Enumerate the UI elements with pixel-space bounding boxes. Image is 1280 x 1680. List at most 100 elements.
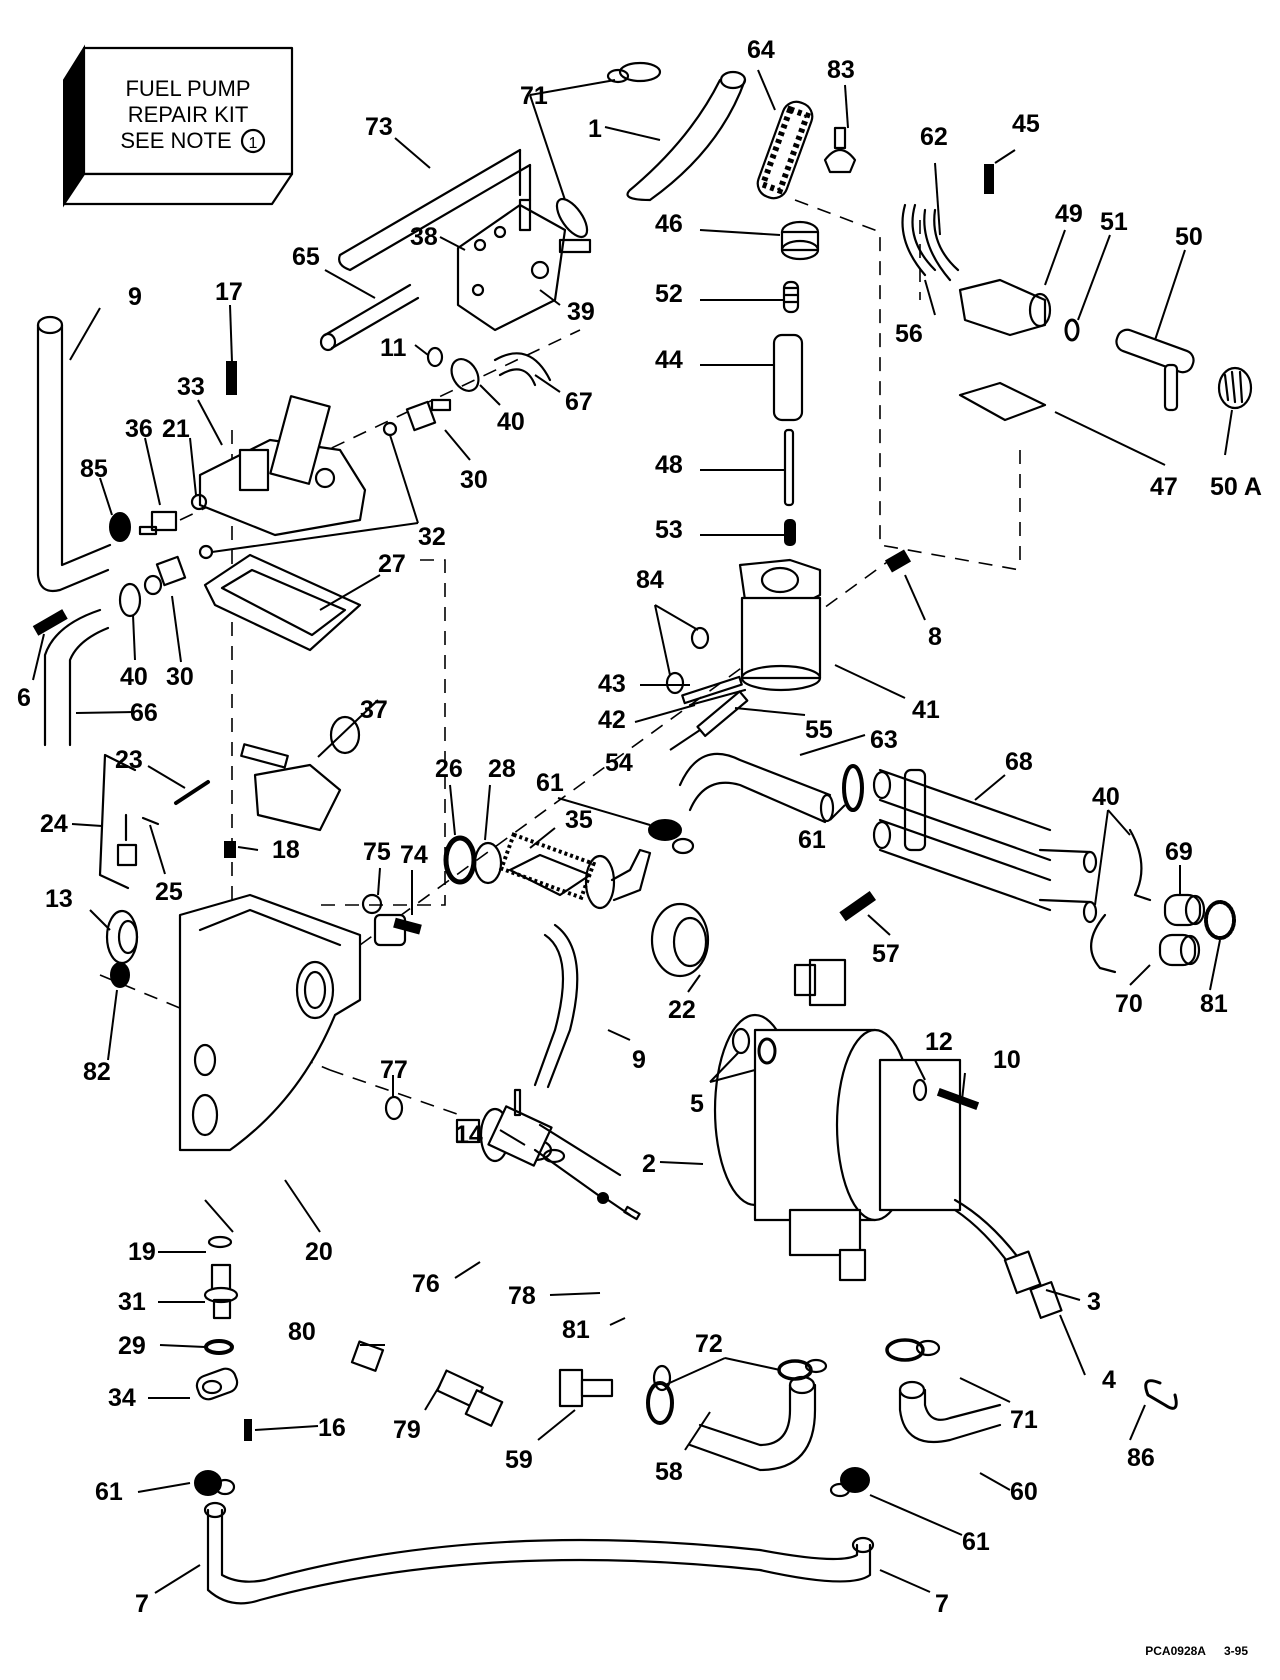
fuel-pump-39 <box>456 198 592 332</box>
kit-box-line-3: SEE NOTE <box>120 128 231 153</box>
callout-37: 37 <box>360 696 388 724</box>
callout-21: 21 <box>162 415 190 443</box>
leader-lines <box>32 69 1233 1594</box>
clip-71-lower <box>555 197 589 239</box>
valve-body-49 <box>958 278 1052 337</box>
bracket-34 <box>195 1367 239 1401</box>
callout-38: 38 <box>410 223 438 251</box>
callout-51: 51 <box>1100 208 1128 236</box>
terminal-cap-4 <box>1029 1281 1063 1319</box>
float-chamber-41 <box>738 558 822 692</box>
needle-valve-25 <box>116 813 138 867</box>
tube-65 <box>323 283 420 350</box>
callout-61-right: 61 <box>798 826 826 854</box>
clip-40-left <box>118 582 142 618</box>
fitting-59 <box>558 1368 614 1408</box>
parts <box>32 61 1253 1605</box>
callout-84: 84 <box>636 566 664 594</box>
needle-42 <box>688 688 747 707</box>
callout-61-lower-right: 61 <box>962 1528 990 1556</box>
fitting-36 <box>138 510 178 536</box>
screw-8 <box>884 549 912 573</box>
tube-44 <box>772 333 804 422</box>
screw-16 <box>244 1419 252 1441</box>
pin-48 <box>783 428 795 507</box>
callout-79: 79 <box>393 1416 421 1444</box>
clip-40-right-upper <box>1128 828 1152 902</box>
callout-13: 13 <box>45 885 73 913</box>
callout-56: 56 <box>895 320 923 348</box>
washer-5a <box>731 1027 751 1055</box>
sleeve-70 <box>1158 933 1201 967</box>
callout-81-right: 81 <box>1200 990 1228 1018</box>
clip-40-right-lower <box>1090 913 1117 974</box>
callout-50a: 50 A <box>1210 473 1262 501</box>
callout-5: 5 <box>690 1090 704 1118</box>
callout-80: 80 <box>288 1318 316 1346</box>
clamp-72-vertical <box>646 1364 674 1425</box>
oring-84a <box>665 671 685 695</box>
oring-51 <box>1064 318 1080 342</box>
callout-83: 83 <box>827 56 855 84</box>
callout-2: 2 <box>642 1150 656 1178</box>
screw-45 <box>984 164 994 194</box>
plate-47 <box>958 381 1047 422</box>
callout-9-left: 9 <box>128 283 142 311</box>
callout-82: 82 <box>83 1058 111 1086</box>
callout-59: 59 <box>505 1446 533 1474</box>
oring-84b <box>690 626 710 650</box>
callout-78: 78 <box>508 1282 536 1310</box>
hose-9-left <box>36 323 112 593</box>
clamp-71-right <box>885 1338 941 1362</box>
callout-76: 76 <box>412 1270 440 1298</box>
callout-11: 11 <box>380 334 407 362</box>
callout-65: 65 <box>292 243 320 271</box>
hose-1 <box>626 78 747 202</box>
terminal-78 <box>597 1192 632 1217</box>
washer-21 <box>190 493 208 511</box>
callout-19: 19 <box>128 1238 156 1266</box>
callout-44: 44 <box>655 346 683 374</box>
repair-kit-box: FUEL PUMP REPAIR KIT SEE NOTE 1 <box>62 44 294 208</box>
callout-81-left: 81 <box>562 1316 590 1344</box>
valve-50 <box>1115 328 1195 412</box>
callout-55: 55 <box>805 716 833 744</box>
clamp-61-lower-right <box>829 1467 870 1498</box>
callout-22: 22 <box>668 996 696 1024</box>
screw-57 <box>839 891 877 922</box>
sensor-76 <box>455 1088 622 1202</box>
spring-53 <box>784 519 796 546</box>
cover-33 <box>198 395 367 537</box>
callout-8: 8 <box>928 623 942 651</box>
callout-41: 41 <box>912 696 940 724</box>
callout-52: 52 <box>655 280 683 308</box>
callout-40-top: 40 <box>497 408 525 436</box>
oring-77 <box>384 1095 404 1121</box>
clamp-71-top <box>606 61 662 84</box>
clip-40-top <box>450 358 480 392</box>
spring-52 <box>782 280 800 314</box>
callout-3: 3 <box>1087 1288 1101 1316</box>
screw-10 <box>936 1088 980 1110</box>
fitting-31 <box>203 1263 239 1320</box>
callout-28: 28 <box>488 755 516 783</box>
note-circle-icon <box>240 128 266 154</box>
callout-67: 67 <box>565 388 593 416</box>
clamp-61-mid <box>648 819 695 855</box>
seal-26 <box>443 835 477 885</box>
oring-19 <box>207 1235 233 1249</box>
callout-35: 35 <box>565 806 593 834</box>
callout-64: 64 <box>747 36 775 64</box>
washer-75 <box>361 893 383 915</box>
grommet-13 <box>105 909 139 965</box>
oring-11 <box>426 346 444 368</box>
callout-48: 48 <box>655 451 683 479</box>
callout-34: 34 <box>108 1384 136 1412</box>
needle-43 <box>681 675 743 705</box>
pump-assembly-2 <box>713 958 1022 1282</box>
callout-40-left: 40 <box>120 663 148 691</box>
callout-74: 74 <box>400 841 428 869</box>
hose-63 <box>678 752 832 824</box>
